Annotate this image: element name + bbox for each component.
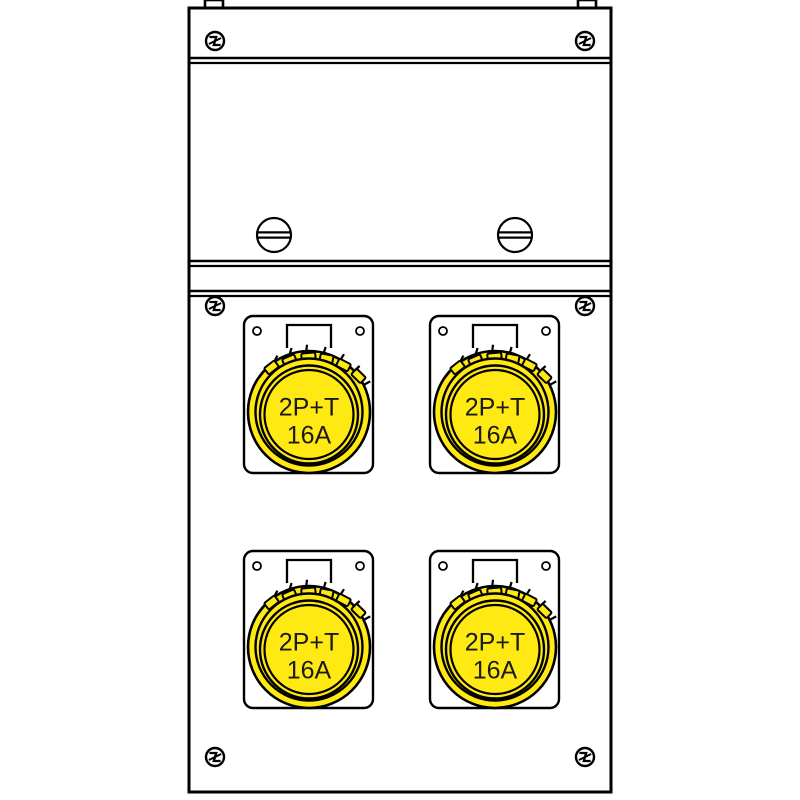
socket-rating-type: 2P+T <box>279 394 339 422</box>
cross-head-screw-icon[interactable] <box>574 295 596 317</box>
plate-hole-top-left <box>438 561 448 571</box>
socket-rating-current: 16A <box>473 422 518 450</box>
socket-rating-type: 2P+T <box>465 629 525 657</box>
socket-top-left[interactable]: 2P+T 16A <box>242 314 375 475</box>
socket-lid-hinge <box>471 323 519 348</box>
cross-head-screw-icon[interactable] <box>574 746 596 768</box>
socket-rating-current: 16A <box>287 422 332 450</box>
plate-hole-top-left <box>252 326 262 336</box>
plate-hole-top-left <box>252 561 262 571</box>
cross-head-screw-icon[interactable] <box>574 30 596 52</box>
socket-top-right[interactable]: 2P+T 16A <box>428 314 561 475</box>
socket-rating-type: 2P+T <box>279 629 339 657</box>
plate-hole-top-right <box>541 561 551 571</box>
socket-lid-hinge <box>285 558 333 583</box>
socket-bottom-left[interactable]: 2P+T 16A <box>242 549 375 710</box>
plate-hole-top-left <box>438 326 448 336</box>
plate-hole-top-right <box>541 326 551 336</box>
plate-hole-top-right <box>355 561 365 571</box>
socket-rating-current: 16A <box>473 657 518 685</box>
slotted-screw-icon[interactable] <box>255 216 293 254</box>
socket-bottom-right[interactable]: 2P+T 16A <box>428 549 561 710</box>
cross-head-screw-icon[interactable] <box>204 295 226 317</box>
cross-head-screw-icon[interactable] <box>204 746 226 768</box>
plate-hole-top-right <box>355 326 365 336</box>
cross-head-screw-icon[interactable] <box>204 30 226 52</box>
slotted-screw-icon[interactable] <box>496 216 534 254</box>
socket-rating-current: 16A <box>287 657 332 685</box>
socket-rating-type: 2P+T <box>465 394 525 422</box>
socket-lid-hinge <box>285 323 333 348</box>
socket-lid-hinge <box>471 558 519 583</box>
